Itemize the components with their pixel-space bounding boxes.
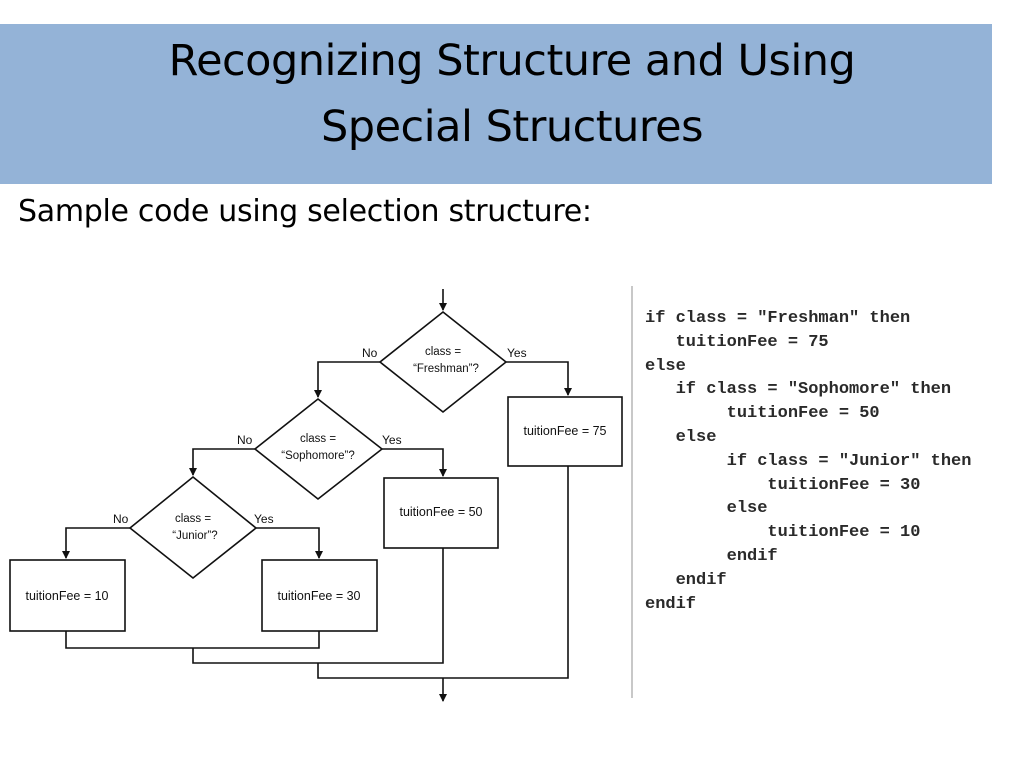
code-line: if class = "Junior" then [645, 451, 972, 471]
code-line: endif [645, 570, 727, 590]
freshman-yes-arrow [506, 361, 572, 396]
decision-sophomore-line1: class = [300, 433, 336, 445]
code-line: if class = "Freshman" then [645, 309, 911, 328]
decision-sophomore-shape [253, 397, 384, 501]
box-fee-30-label: tuitionFee = 30 [277, 589, 360, 603]
slide-title-line-2: Special Structures [320, 102, 704, 152]
box-fee-50-label: tuitionFee = 50 [399, 505, 482, 519]
title-banner [0, 24, 992, 184]
decision-junior-line1: class = [175, 513, 211, 525]
freshman-no-arrow [314, 361, 380, 398]
code-line: endif [645, 546, 778, 566]
box-fee-10-label: tuitionFee = 10 [25, 589, 108, 603]
slide-subtitle: Sample code using selection structure: [18, 194, 592, 229]
code-line: if class = "Sophomore" then [645, 380, 952, 400]
code-line: endif [645, 594, 697, 614]
decision-junior-line2: “Junior”? [172, 530, 217, 542]
selection-flowchart: class = “Freshman”? class = “Sophomore”?… [9, 289, 623, 702]
sophomore-no-label: No [237, 433, 253, 447]
code-divider [631, 286, 633, 698]
decision-sophomore-line2: “Sophomore”? [281, 450, 355, 462]
freshman-no-label: No [362, 346, 378, 360]
code-line: tuitionFee = 50 [645, 404, 880, 424]
junior-no-arrow [62, 527, 130, 559]
decision-freshman-line1: class = [425, 346, 461, 358]
box-fee-10-shape [9, 559, 126, 632]
decision-freshman-line2: “Freshman”? [413, 363, 479, 375]
slide-title-line-1: Recognizing Structure and Using [168, 36, 856, 86]
code-line: tuitionFee = 10 [645, 523, 921, 543]
junior-yes-label: Yes [254, 512, 274, 526]
box-fee-75-label: tuitionFee = 75 [523, 424, 606, 438]
code-line: else [645, 356, 686, 376]
decision-freshman-shape [378, 310, 508, 414]
code-line: else [645, 427, 717, 447]
box-fee-75-shape [507, 396, 623, 467]
decision-junior-shape [128, 475, 258, 580]
junior-yes-arrow [256, 527, 323, 559]
merge-junior [65, 631, 320, 649]
sophomore-yes-label: Yes [382, 433, 402, 447]
code-line: else [645, 499, 768, 519]
pseudocode-block: if class = "Freshman" then tuitionFee = … [645, 307, 971, 616]
box-fee-30-shape [261, 559, 378, 632]
freshman-yes-label: Yes [507, 346, 527, 360]
sophomore-no-arrow [189, 448, 255, 476]
box-fee-50-shape [383, 477, 499, 549]
sophomore-yes-arrow [382, 448, 447, 477]
code-line: tuitionFee = 30 [645, 475, 921, 495]
code-line: tuitionFee = 75 [645, 332, 829, 352]
junior-no-label: No [113, 512, 129, 526]
